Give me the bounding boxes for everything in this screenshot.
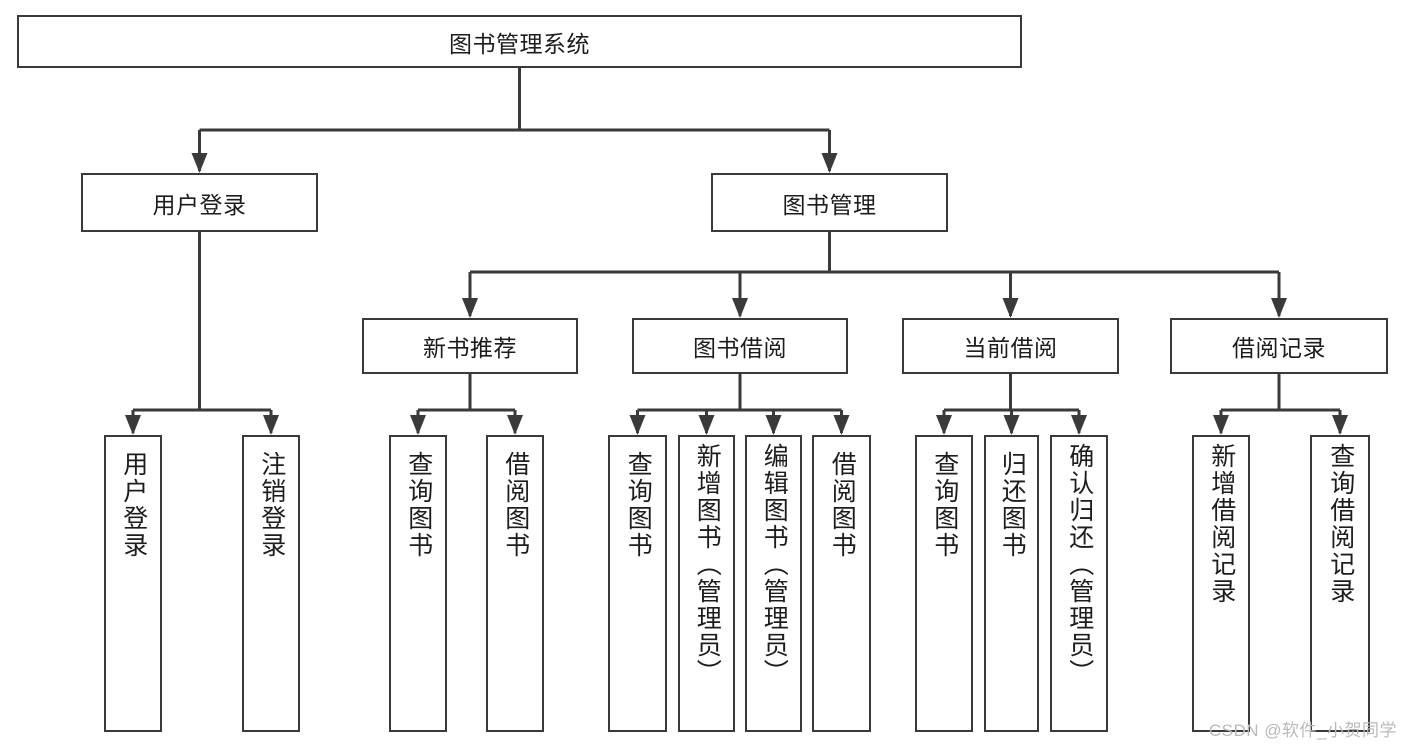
node-label: 用户登录: [119, 451, 148, 559]
edge-arrowhead: [191, 153, 208, 173]
node-leaf-b-book-1[interactable]: 借阅图书: [486, 435, 544, 732]
node-label: 编辑图书（管理员）: [760, 443, 789, 686]
edge-arrowhead: [263, 415, 279, 435]
node-label: 借阅记录: [1232, 335, 1326, 361]
node-label: 注销登录: [257, 451, 286, 559]
node-leaf-q-book-2[interactable]: 查询图书: [608, 435, 667, 732]
edge-arrowhead: [936, 415, 952, 435]
edge-arrowhead: [1332, 415, 1348, 435]
node-leaf-b-book-2[interactable]: 借阅图书: [812, 435, 871, 732]
node-label: 图书借阅: [693, 335, 787, 361]
node-label: 当前借阅: [963, 335, 1058, 361]
node-label: 借阅图书: [828, 451, 857, 559]
node-leaf-q-book-3[interactable]: 查询图书: [915, 435, 973, 732]
node-label: 查询图书: [624, 451, 653, 559]
node-leaf-return[interactable]: 归还图书: [984, 435, 1039, 732]
node-leaf-confirm[interactable]: 确认归还（管理员）: [1050, 435, 1108, 732]
node-leaf-query-rec[interactable]: 查询借阅记录: [1310, 435, 1370, 732]
node-user-login[interactable]: 用户登录: [81, 173, 318, 232]
node-label: 确认归还（管理员）: [1065, 443, 1094, 686]
node-label: 新书推荐: [423, 335, 517, 361]
node-label: 查询借阅记录: [1326, 443, 1355, 605]
edge-arrowhead: [410, 415, 426, 435]
node-label: 查询图书: [930, 451, 959, 559]
node-label: 新增借阅记录: [1207, 443, 1236, 605]
node-label: 借阅图书: [501, 451, 530, 559]
node-label: 归还图书: [998, 451, 1027, 559]
edge-arrowhead: [1003, 415, 1020, 435]
edge-arrowhead: [732, 298, 748, 318]
edge-arrowhead: [507, 415, 523, 435]
edge-arrowhead: [629, 415, 646, 435]
edge-arrowhead: [765, 415, 782, 435]
node-leaf-logout[interactable]: 注销登录: [242, 435, 300, 732]
edge-arrowhead: [833, 415, 850, 435]
edge-arrowhead: [125, 415, 141, 435]
node-leaf-user-login[interactable]: 用户登录: [104, 435, 162, 732]
node-leaf-q-book-1[interactable]: 查询图书: [389, 435, 447, 732]
node-label: 图书管理系统: [449, 30, 590, 57]
edge-arrowhead: [821, 153, 838, 173]
node-label: 新增图书（管理员）: [693, 443, 722, 686]
node-book-borrow[interactable]: 图书借阅: [632, 318, 848, 374]
edge-arrowhead: [462, 298, 478, 318]
node-root[interactable]: 图书管理系统: [17, 15, 1022, 68]
node-current-borrow[interactable]: 当前借阅: [902, 318, 1119, 374]
node-leaf-add-rec[interactable]: 新增借阅记录: [1192, 435, 1250, 732]
edge-arrowhead: [698, 415, 715, 435]
node-label: 查询图书: [404, 451, 433, 559]
edge-arrowhead: [1213, 415, 1229, 435]
edge-arrowhead: [1002, 298, 1019, 318]
node-new-book-rec[interactable]: 新书推荐: [362, 318, 578, 374]
node-label: 用户登录: [152, 191, 247, 218]
csdn-watermark: CSDN @软件_小贺同学: [1208, 721, 1397, 740]
node-book-manage[interactable]: 图书管理: [711, 173, 948, 232]
node-label: 图书管理: [782, 191, 877, 218]
edge-arrowhead: [1071, 415, 1087, 435]
node-leaf-add-book[interactable]: 新增图书（管理员）: [678, 435, 735, 732]
node-borrow-record[interactable]: 借阅记录: [1170, 318, 1388, 374]
edge-arrowhead: [1271, 298, 1287, 318]
node-leaf-edit-book[interactable]: 编辑图书（管理员）: [745, 435, 802, 732]
